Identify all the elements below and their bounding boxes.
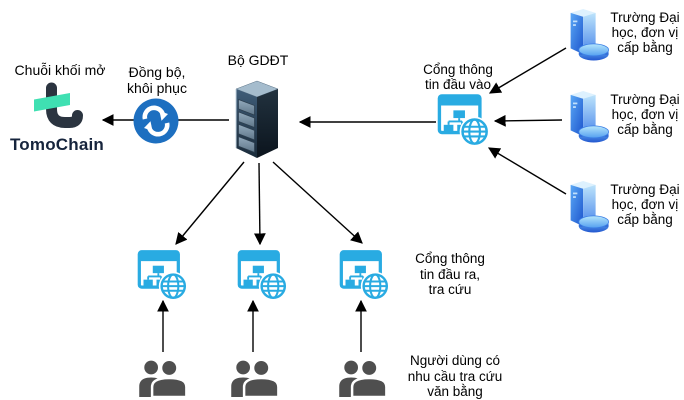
output-portal-label: Cổng thông tin đầu ra, tra cứu [404,251,496,298]
ministry-label: Bộ GDĐT [227,52,289,68]
tomochain-wordmark: TomoChain [9,135,105,154]
users-label: Người dùng có nhu cầu tra cứu văn bằng [402,353,508,400]
sync-label-line1: Đồng bộ, [128,64,186,80]
server-icon [228,76,286,160]
output-portal-label-line3: tra cứu [428,282,472,297]
university-label-2-line2: học, đơn vị [611,107,679,122]
university-label-1-line3: cấp bằng [617,40,673,55]
university-label-2-line3: cấp bằng [617,122,673,137]
blockchain-label: Chuỗi khối mở [14,62,106,78]
university-label-1-line2: học, đơn vị [611,25,679,40]
arrow-server-to-output-portal-1 [175,161,245,245]
arrow-university1-to-input-portal [488,47,567,94]
university-db-icon-1 [561,6,611,62]
users-icon-1 [137,357,191,397]
input-portal-label-line1: Cổng thông [423,62,493,77]
users-label-line1: Người dùng có [410,353,500,368]
university-label-2-line1: Trường Đại [610,92,680,107]
university-label-3-line2: học, đơn vị [611,197,679,212]
users-icon-3 [337,357,391,397]
arrow-university3-to-input-portal [487,147,567,195]
sync-icon [133,98,179,144]
output-portal-label-line1: Cổng thông [415,251,485,266]
arrow-server-to-output-portal-3 [272,161,363,244]
users-label-line3: văn bằng [427,384,483,399]
input-portal-icon [437,92,491,148]
output-portal-icon-1 [137,248,189,302]
university-label-3: Trường Đại học, đơn vị cấp bằng [605,182,684,227]
sync-label-line2: khôi phục [127,80,187,96]
arrow-university2-to-input-portal [493,114,563,127]
university-db-icon-2 [561,88,611,144]
university-label-1-line1: Trường Đại [610,10,680,25]
output-portal-icon-2 [237,248,289,302]
university-db-icon-3 [561,178,611,234]
university-label-3-line3: cấp bằng [617,212,673,227]
university-label-1: Trường Đại học, đơn vị cấp bằng [605,10,684,55]
arrow-server-to-output-portal-2 [253,162,266,246]
university-label-3-line1: Trường Đại [610,182,680,197]
tomochain-logo-icon [32,82,84,132]
sync-label: Đồng bộ, khôi phục [112,64,202,96]
users-label-line2: nhu cầu tra cứu [407,368,503,384]
users-icon-2 [229,357,283,397]
input-portal-label: Cổng thông tin đầu vào [414,62,502,92]
university-label-2: Trường Đại học, đơn vị cấp bằng [605,92,684,137]
input-portal-label-line2: tin đầu vào [424,77,492,92]
output-portal-icon-3 [339,248,391,302]
output-portal-label-line2: tin đầu ra, [419,266,481,282]
